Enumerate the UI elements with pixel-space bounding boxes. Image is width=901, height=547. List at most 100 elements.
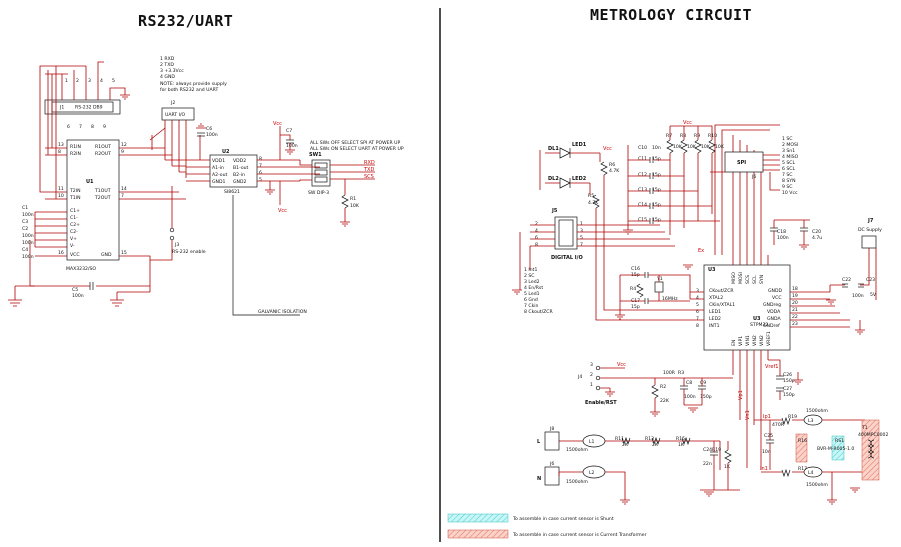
- svg-text:C2+: C2+: [70, 222, 80, 228]
- svg-text:22K: 22K: [660, 398, 670, 404]
- svg-text:7 Ckin: 7 Ckin: [524, 303, 539, 309]
- svg-text:1 Int1: 1 Int1: [524, 267, 537, 273]
- svg-text:100n: 100n: [684, 394, 696, 400]
- in-net: In1: [760, 466, 768, 472]
- svg-text:6 Gnd: 6 Gnd: [524, 297, 538, 303]
- svg-text:J5: J5: [551, 208, 558, 214]
- svg-text:2K: 2K: [622, 442, 629, 448]
- svg-text:DL1: DL1: [548, 146, 559, 152]
- svg-text:R15: R15: [676, 436, 685, 442]
- j2-ref: J2: [170, 100, 175, 106]
- svg-text:100n: 100n: [22, 240, 34, 246]
- j1-pin-9: 9: [103, 124, 106, 130]
- svg-text:R13: R13: [645, 436, 654, 442]
- j1-pin-5: 5: [112, 78, 115, 84]
- svg-text:5: 5: [259, 177, 262, 183]
- r17-r18-resistors: R19 470R: [772, 414, 797, 428]
- svg-text:N: N: [537, 476, 541, 482]
- svg-text:BVR-M-R005-1.0: BVR-M-R005-1.0: [817, 446, 854, 452]
- svg-text:SI8621: SI8621: [224, 189, 240, 195]
- svg-text:RXD: RXD: [364, 160, 375, 166]
- svg-text:16MHz: 16MHz: [662, 296, 678, 302]
- svg-text:L3: L3: [808, 418, 814, 424]
- svg-text:J8: J8: [549, 426, 554, 432]
- svg-text:RS1: RS1: [835, 438, 844, 444]
- j2-pin-legend: 1 RXD 2 TXD 3 +3.3Vcc 4 GND NOTE: always…: [160, 56, 227, 93]
- svg-text:To assemble in case current se: To assemble in case current sensor is Cu…: [512, 532, 647, 538]
- svg-text:L4: L4: [808, 470, 814, 476]
- svg-text:R4: R4: [630, 286, 636, 292]
- svg-text:10K: 10K: [715, 144, 725, 150]
- legend-swatch-shunt: [447, 513, 509, 523]
- svg-text:LED2: LED2: [572, 176, 587, 182]
- svg-text:Enable/RST: Enable/RST: [585, 400, 617, 406]
- svg-text:C14: C14: [638, 202, 647, 208]
- svg-text:15p: 15p: [652, 202, 661, 208]
- svg-text:A2-out: A2-out: [212, 172, 228, 178]
- svg-text:22n: 22n: [703, 461, 712, 467]
- svg-text:6 SCL: 6 SCL: [782, 166, 796, 172]
- svg-text:7: 7: [121, 193, 124, 199]
- svg-text:6: 6: [259, 170, 262, 176]
- c26-c27-caps: C26 150p C27 150p: [776, 372, 795, 398]
- svg-text:9 SC: 9 SC: [782, 184, 793, 190]
- svg-text:C26: C26: [783, 372, 792, 378]
- svg-text:C22: C22: [842, 277, 851, 283]
- svg-text:XTAL2: XTAL2: [709, 295, 723, 301]
- ip-net: Ip1: [763, 414, 771, 420]
- svg-text:2K: 2K: [652, 442, 659, 448]
- svg-text:MAX3232/SO: MAX3232/SO: [66, 266, 96, 272]
- svg-text:T2IN: T2IN: [69, 188, 81, 194]
- svg-text:2 SC: 2 SC: [524, 273, 535, 279]
- c5-capacitor: C5 100n: [72, 282, 94, 299]
- svg-text:GND2: GND2: [233, 179, 247, 185]
- svg-text:for both RS232 and UART: for both RS232 and UART: [160, 87, 218, 93]
- svg-text:6: 6: [535, 235, 538, 241]
- svg-text:J7: J7: [867, 218, 874, 224]
- svg-text:V+: V+: [70, 236, 77, 242]
- svg-text:10K: 10K: [701, 144, 711, 150]
- caps-ladder: C10 10n C11 15p C12 15p C13 15p C14 15p …: [638, 145, 661, 223]
- svg-text:15p: 15p: [652, 217, 661, 223]
- svg-text:J3: J3: [174, 242, 179, 248]
- r19-resistor: R19 1K: [712, 447, 732, 470]
- svg-text:5: 5: [696, 302, 699, 308]
- svg-text:VIP1: VIP1: [738, 336, 744, 346]
- svg-text:R17: R17: [798, 466, 807, 472]
- svg-text:150p: 150p: [783, 378, 795, 384]
- svg-text:R2OUT: R2OUT: [95, 151, 111, 157]
- r1-resistor: R1 10K: [341, 194, 360, 209]
- svg-text:GND: GND: [101, 252, 112, 258]
- svg-text:100n: 100n: [22, 212, 34, 218]
- legend: To assemble in case current sensor is Sh…: [447, 513, 647, 539]
- svg-text:4: 4: [696, 295, 699, 301]
- vcc-net-pullups: Vcc: [683, 120, 692, 126]
- svg-text:J4: J4: [577, 374, 582, 380]
- svg-text:1500ohm: 1500ohm: [806, 408, 828, 414]
- j1-pin-2: 2: [76, 78, 79, 84]
- svg-text:3 Led2: 3 Led2: [524, 279, 540, 285]
- j9-line-connector: J8 L: [537, 426, 560, 451]
- svg-text:TXD: TXD: [363, 167, 374, 173]
- r3-resistor: 100R R3: [663, 370, 684, 376]
- svg-text:RS-232 enable: RS-232 enable: [172, 249, 206, 255]
- l3-inductor: L3 1500ohm: [803, 408, 828, 426]
- svg-text:U3: U3: [753, 316, 761, 322]
- svg-text:U1: U1: [86, 179, 94, 185]
- svg-text:LED2: LED2: [709, 316, 721, 322]
- svg-text:C20: C20: [812, 229, 821, 235]
- svg-text:2: 2: [590, 372, 593, 378]
- svg-text:GNDref: GNDref: [763, 323, 780, 329]
- svg-text:150p: 150p: [700, 394, 712, 400]
- legend-swatch-ct: [447, 529, 509, 539]
- svg-text:5 SCL: 5 SCL: [782, 160, 796, 166]
- svg-text:8: 8: [696, 323, 699, 329]
- svg-text:3: 3: [580, 228, 583, 234]
- svg-text:2 MOSI: 2 MOSI: [782, 142, 798, 148]
- svg-text:VIN2: VIN2: [752, 335, 758, 346]
- j1-pin-7: 7: [79, 124, 82, 130]
- svg-text:100n: 100n: [852, 293, 864, 299]
- svg-text:22: 22: [792, 314, 798, 320]
- svg-text:GND1: GND1: [212, 179, 226, 185]
- svg-text:16: 16: [58, 250, 64, 256]
